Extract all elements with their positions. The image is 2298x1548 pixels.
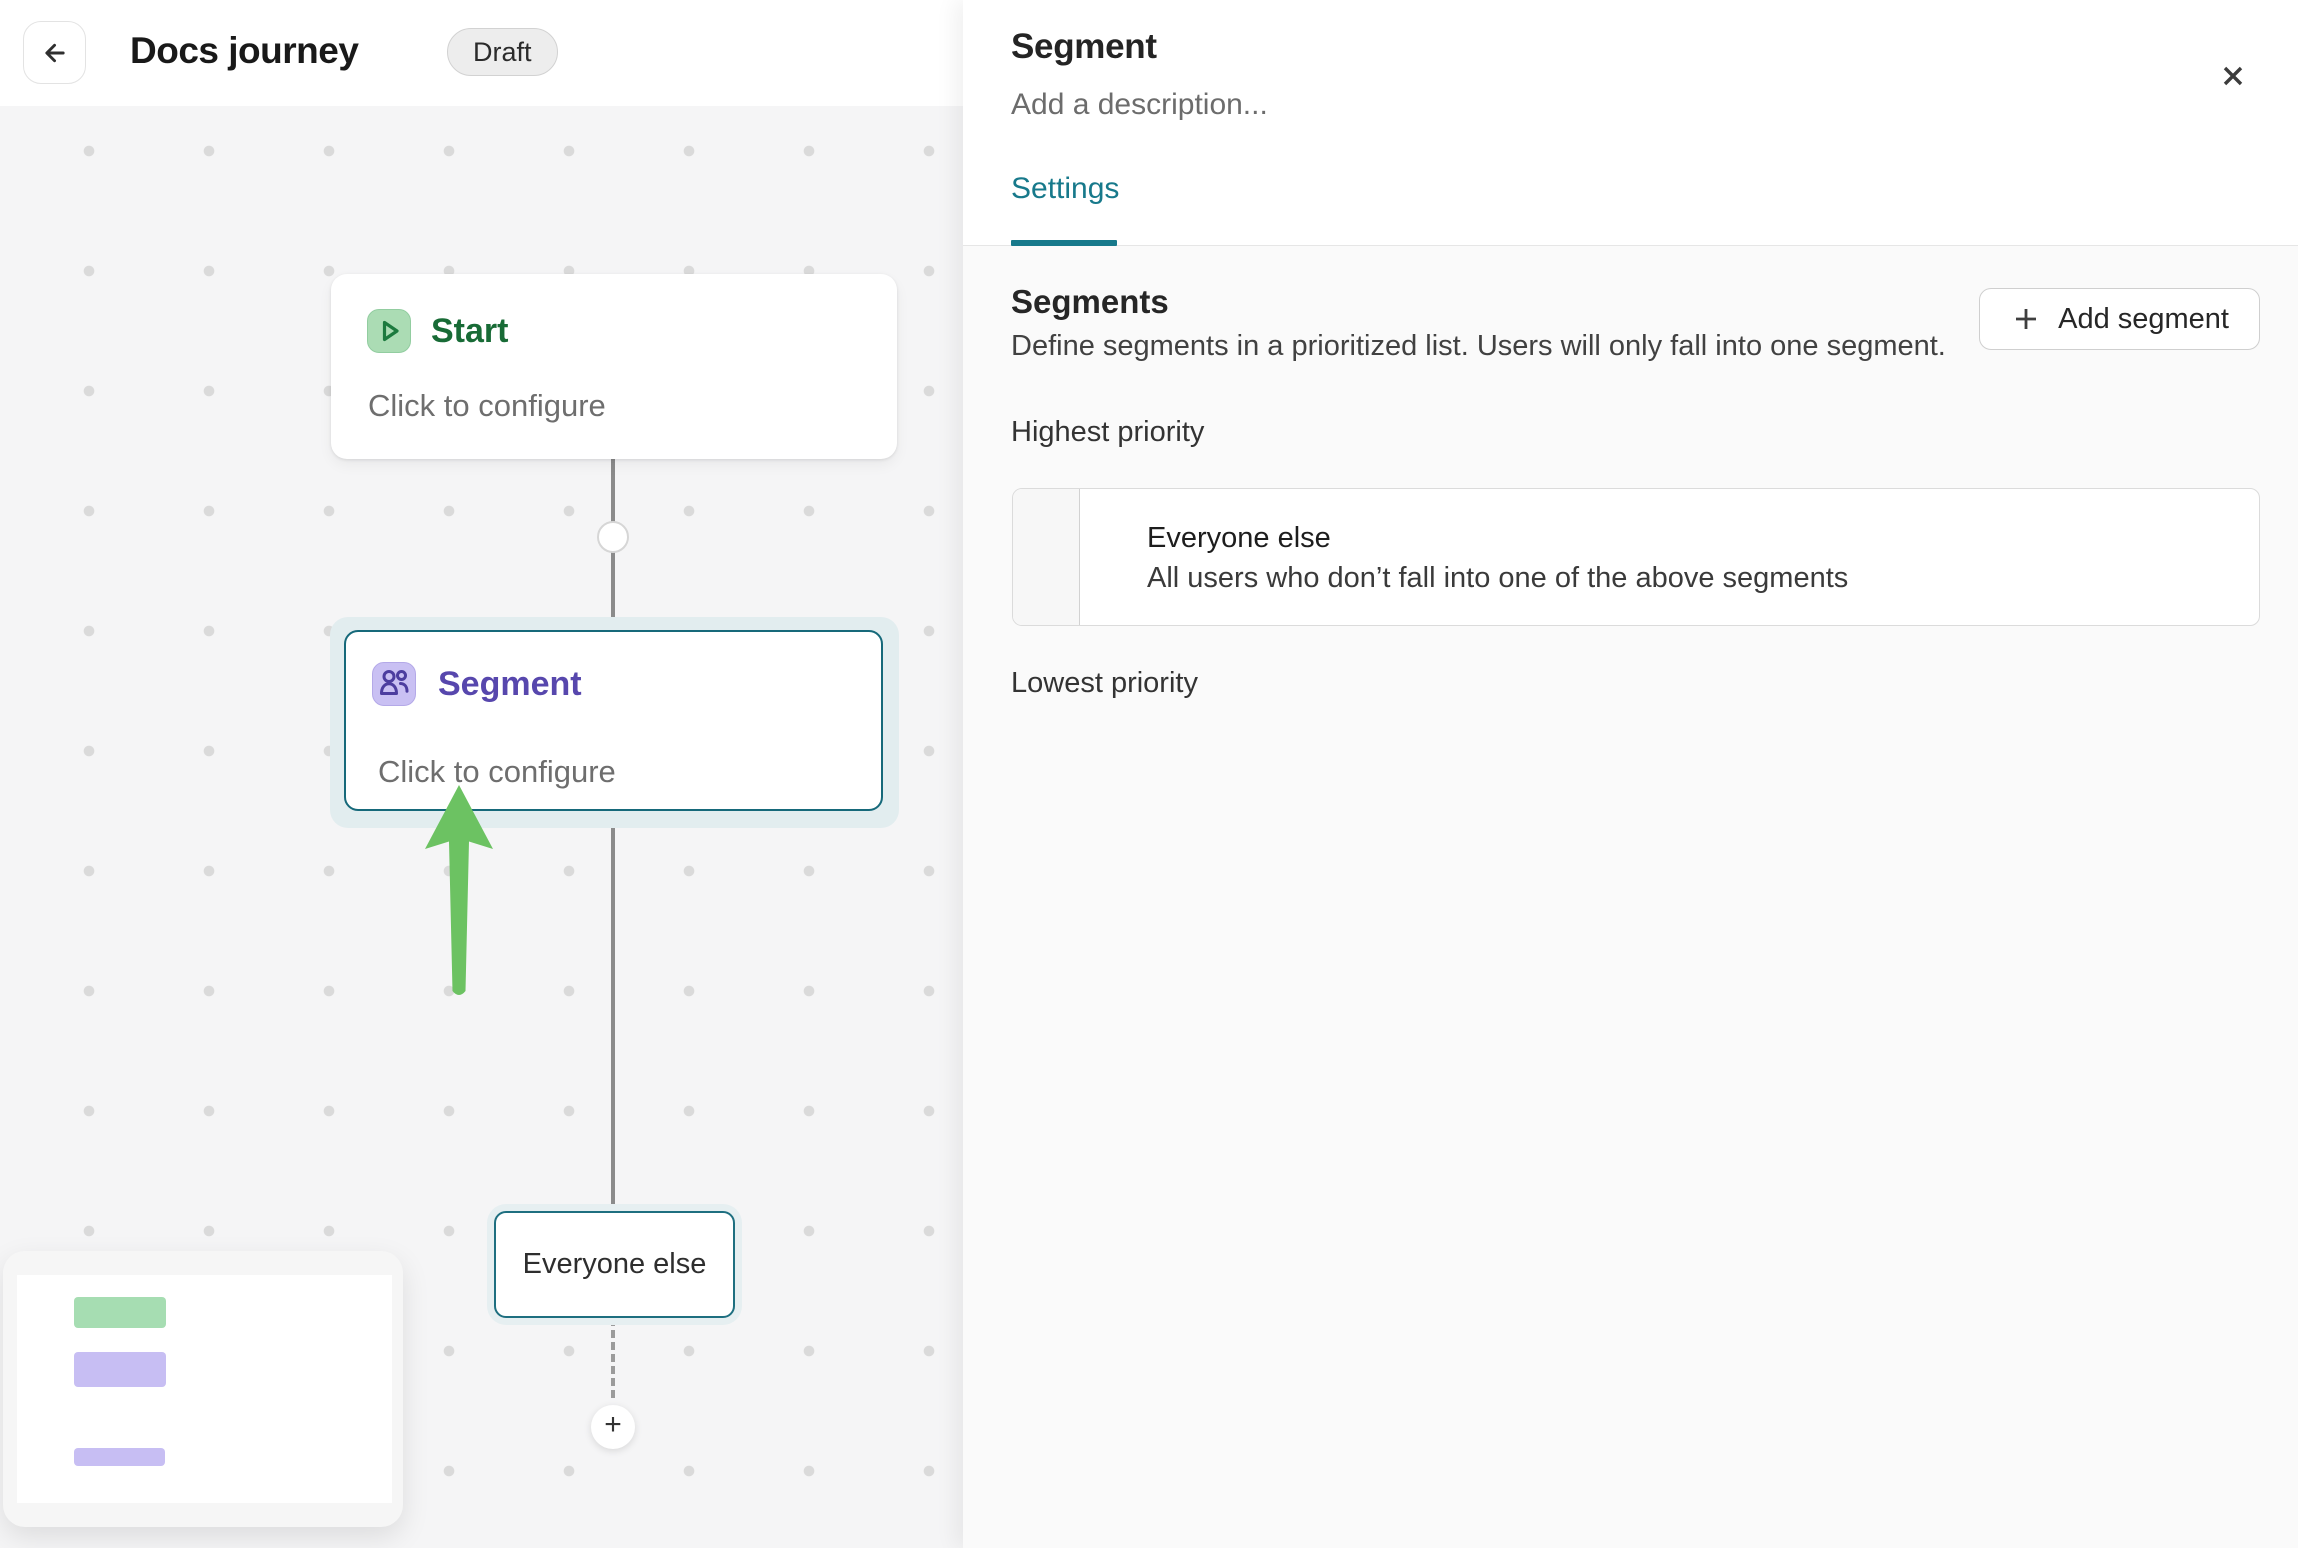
add-step-button[interactable]: +	[591, 1405, 635, 1449]
plus-icon	[2010, 303, 2042, 335]
segment-settings-panel: Segment Add a description... Settings Se…	[963, 0, 2298, 1548]
topbar: Docs journey Draft	[0, 0, 963, 106]
minimap-viewport	[17, 1275, 392, 1503]
page-title: Docs journey	[130, 30, 359, 71]
drag-handle[interactable]	[1013, 489, 1080, 625]
minimap[interactable]	[3, 1251, 403, 1527]
segments-section-heading: Segments	[1011, 283, 1169, 320]
segment-node-label: Segment	[438, 664, 582, 703]
segment-item-title: Everyone else	[1147, 522, 1331, 554]
minimap-start-block	[74, 1297, 166, 1328]
panel-header: Segment Add a description... Settings	[963, 0, 2298, 246]
segment-list-item[interactable]: Everyone else All users who don’t fall i…	[1012, 488, 2260, 626]
edge-dashed-line	[611, 1318, 615, 1398]
everyone-else-node-label: Everyone else	[522, 1248, 707, 1280]
segments-section-description: Define segments in a prioritized list. U…	[1011, 330, 1946, 362]
tab-active-underline	[1011, 240, 1117, 246]
segment-item-description: All users who don’t fall into one of the…	[1147, 562, 1849, 594]
edge-connector-line	[611, 459, 615, 1211]
people-icon	[372, 662, 416, 706]
close-button[interactable]	[2211, 54, 2255, 98]
everyone-else-node[interactable]: Everyone else	[494, 1211, 735, 1318]
description-input[interactable]: Add a description...	[1011, 88, 1268, 121]
back-button[interactable]	[23, 21, 86, 84]
segment-node-sublabel: Click to configure	[378, 754, 616, 789]
start-node-label: Start	[431, 311, 509, 350]
start-node[interactable]: Start Click to configure	[331, 274, 897, 459]
segment-node[interactable]: Segment Click to configure	[344, 630, 883, 811]
status-badge: Draft	[447, 28, 558, 76]
lowest-priority-label: Lowest priority	[1011, 667, 1198, 699]
minimap-segment-block	[74, 1352, 166, 1387]
add-segment-button-label: Add segment	[2058, 302, 2229, 335]
arrow-left-icon	[35, 33, 75, 73]
tab-settings[interactable]: Settings	[1011, 172, 1120, 205]
journey-canvas[interactable]: Start Click to configure Segment Click t…	[0, 106, 963, 1548]
play-icon	[367, 309, 411, 353]
segment-node-selection-halo: Segment Click to configure	[330, 617, 899, 828]
panel-title: Segment	[1011, 27, 1157, 66]
start-node-sublabel: Click to configure	[368, 388, 606, 423]
minimap-everyone-else-block	[74, 1448, 165, 1466]
add-segment-button[interactable]: Add segment	[1979, 288, 2260, 350]
close-icon	[2215, 58, 2251, 94]
edge-junction-dot	[597, 521, 629, 553]
highest-priority-label: Highest priority	[1011, 416, 1205, 448]
